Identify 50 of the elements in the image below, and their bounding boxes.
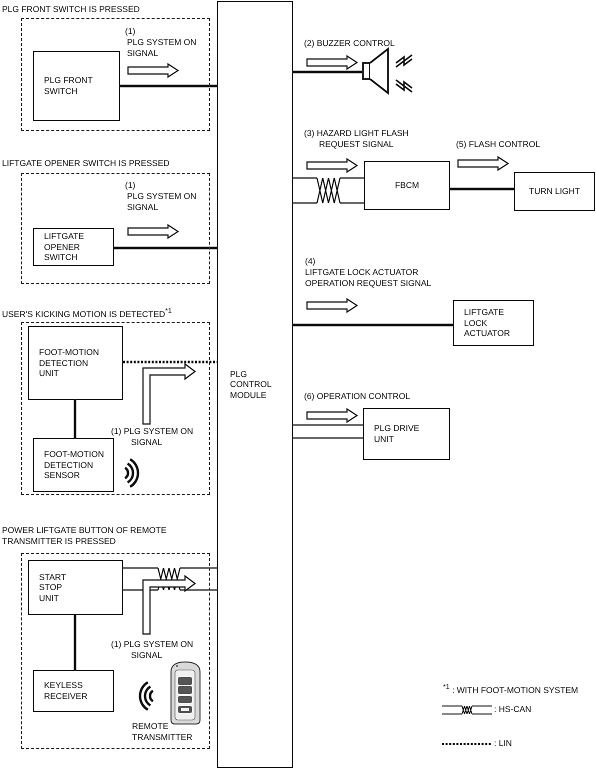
component-box: PLG DRIVE UNIT (363, 408, 450, 460)
signal-label: PLG SYSTEM ON SIGNAL (127, 37, 198, 58)
wire-line (74, 615, 76, 670)
signal-label: LIFTGATE LOCK ACTUATOR OPERATION REQUEST SIGNAL (305, 267, 432, 288)
signal-arrow (306, 54, 358, 70)
twisted-pair-line (292, 177, 365, 204)
wire-line (293, 324, 453, 326)
signal-arrow (127, 62, 180, 78)
component-box: START STOP UNIT (28, 560, 123, 615)
wire-line (114, 246, 217, 250)
signal-arrow (306, 408, 358, 424)
group-heading: LIFTGATE OPENER SWITCH IS PRESSED (2, 158, 171, 169)
component-box: LIFTGATE LOCK ACTUATOR (453, 300, 534, 346)
signal-label: (6) OPERATION CONTROL (304, 391, 412, 402)
signal-label: (1) (125, 180, 136, 191)
component-box: FBCM (364, 161, 450, 210)
component-box: FOOT-MOTION DETECTION UNIT (28, 326, 123, 400)
signal-arrow (142, 362, 196, 425)
group-heading: POWER LIFTGATE BUTTON OF REMOTE TRANSMITTER IS PRESSED (2, 525, 168, 546)
signal-label: (5) FLASH CONTROL (456, 139, 542, 150)
wire-line (74, 400, 76, 438)
control-module-box: PLG CONTROL MODULE (217, 1, 293, 768)
legend-label: : LIN (494, 738, 512, 749)
legend-label: : HS-CAN (494, 704, 532, 715)
component-box: PLG FRONT SWITCH (33, 51, 120, 121)
signal-label: (3) HAZARD LIGHT FLASH REQUEST SIGNAL (304, 128, 410, 150)
footnote: $^{*1}$ : WITH FOOT-MOTION SYSTEM (443, 683, 580, 696)
signal-label: PLG SYSTEM ON SIGNAL (127, 191, 198, 212)
component-box: LIFTGATE OPENER SWITCH (33, 228, 114, 266)
signal-arrow (457, 156, 510, 172)
dotted-line (123, 360, 217, 364)
signal-label: (1) PLG SYSTEM ON SIGNAL (111, 426, 194, 448)
component-label: REMOTE TRANSMITTER (132, 721, 194, 742)
component-box: FOOT-MOTION DETECTION SENSOR (33, 438, 114, 492)
wire-line (293, 70, 362, 74)
signal-arrow (142, 574, 196, 635)
component-box: KEYLESS RECEIVER (33, 670, 114, 712)
signal-arrow (127, 224, 180, 240)
signal-arrow (306, 298, 358, 314)
component-box: TURN LIGHT (514, 172, 595, 211)
signal-label: (2) BUZZER CONTROL (304, 38, 396, 49)
group-heading: USER'S KICKING MOTION IS DETECTED$^{*1}$ (2, 307, 173, 320)
wire-line (292, 424, 364, 439)
wire-line (120, 84, 217, 88)
signal-label: (4) (305, 256, 316, 267)
group-heading: PLG FRONT SWITCH IS PRESSED (2, 4, 141, 15)
wire-line (450, 188, 514, 190)
signal-label: (1) (125, 26, 136, 37)
signal-label: (1) PLG SYSTEM ON SIGNAL (111, 639, 194, 660)
signal-arrow (306, 158, 358, 174)
